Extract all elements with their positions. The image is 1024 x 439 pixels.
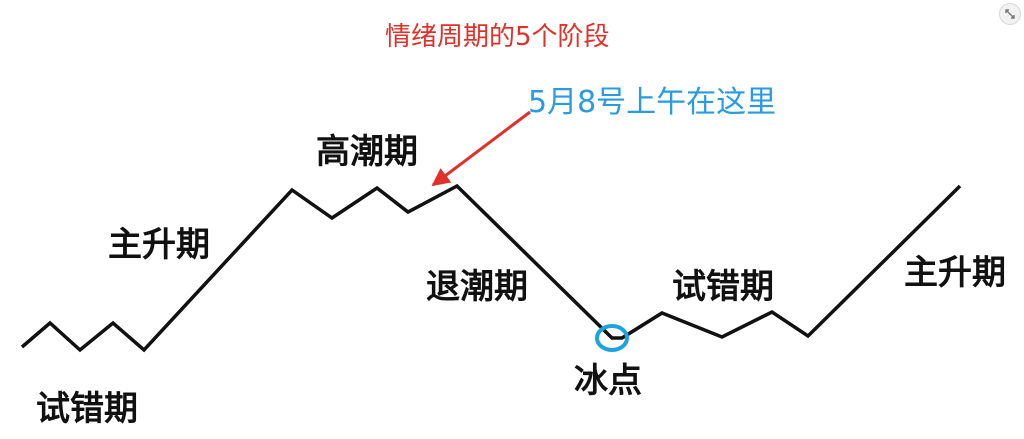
diagram-title: 情绪周期的5个阶段 <box>385 22 610 52</box>
expand-icon <box>1005 9 1015 19</box>
phase-label-peak: 高潮期 <box>316 132 418 172</box>
expand-button[interactable] <box>999 3 1021 25</box>
phase-label-ice-point: 冰点 <box>574 361 642 401</box>
phase-label-main-rise-2: 主升期 <box>904 253 1006 293</box>
annotation-arrow <box>431 110 531 187</box>
emotion-curve <box>20 183 962 353</box>
phase-label-trial-2: 试错期 <box>672 267 774 307</box>
phase-label-main-rise-1: 主升期 <box>108 225 210 265</box>
phase-label-ebb: 退潮期 <box>426 267 528 307</box>
ice-point-marker <box>595 324 629 352</box>
annotation-label: 5月8号上午在这里 <box>528 85 777 120</box>
phase-label-trial-1: 试错期 <box>36 389 138 429</box>
